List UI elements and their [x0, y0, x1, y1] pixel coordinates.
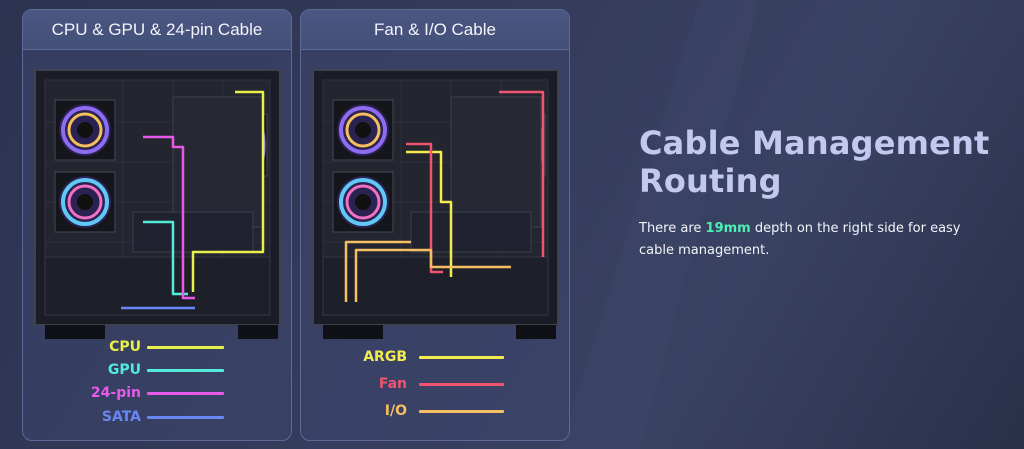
legend-line-24pin: [147, 392, 224, 395]
legend-line-gpu: [147, 369, 224, 372]
legend-line-io: [419, 410, 504, 413]
fan-icon: [332, 171, 394, 233]
headline: Cable Management Routing: [639, 124, 990, 200]
legend-item-argb: ARGB: [301, 347, 569, 367]
legend-label-io: I/O: [384, 403, 407, 419]
legend-label-24pin: 24-pin: [90, 385, 141, 401]
fan-icon: [54, 171, 116, 233]
legend-label-gpu: GPU: [107, 362, 141, 378]
legend-line-fan: [419, 383, 504, 386]
legend-item-fan: Fan: [301, 374, 569, 394]
panel-cpu-gpu-cable: CPU & GPU & 24-pin Cable: [22, 9, 292, 441]
legend-line-cpu: [147, 346, 224, 349]
legend-item-24pin: 24-pin: [23, 383, 291, 403]
legend-label-cpu: CPU: [109, 339, 141, 355]
description-prefix: There are: [639, 221, 706, 236]
legend-label-fan: Fan: [378, 376, 407, 392]
legend-item-gpu: GPU: [23, 360, 291, 380]
headline-line-2: Routing: [639, 162, 782, 200]
legend-item-sata: SATA: [23, 407, 291, 427]
fan-icon: [332, 99, 394, 161]
depth-highlight: 19mm: [705, 221, 751, 236]
legend-label-sata: SATA: [101, 409, 141, 425]
legend-label-argb: ARGB: [363, 349, 407, 365]
headline-line-1: Cable Management: [639, 124, 990, 162]
legend-line-sata: [147, 416, 224, 419]
fan-icon: [54, 99, 116, 161]
legend-item-io: I/O: [301, 401, 569, 421]
panel-title-cpu-gpu: CPU & GPU & 24-pin Cable: [23, 10, 291, 50]
panel-title-fan-io: Fan & I/O Cable: [301, 10, 569, 50]
legend-item-cpu: CPU: [23, 337, 291, 357]
pc-case-image-right: [312, 69, 559, 339]
description-text: There are 19mm depth on the right side f…: [639, 218, 969, 262]
description-suffix: depth on the right side for easy cable m…: [639, 221, 961, 258]
pc-case-image-left: [34, 69, 281, 339]
panel-fan-io-cable: Fan & I/O Cable: [300, 9, 570, 441]
legend-line-argb: [419, 356, 504, 359]
